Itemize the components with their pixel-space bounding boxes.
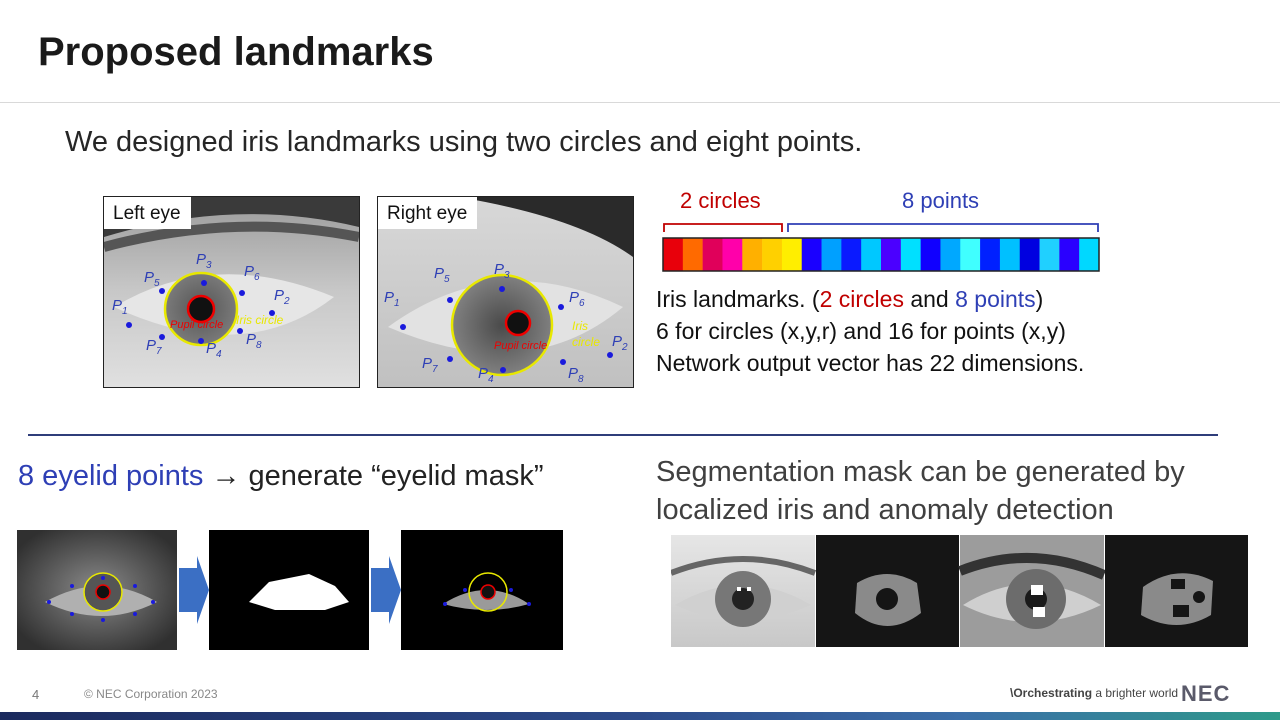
point-label-p7: P7 bbox=[422, 355, 438, 375]
iris-circle-label: Iris circle bbox=[236, 313, 284, 327]
vector-cell bbox=[980, 238, 1001, 271]
eyelid-highlight: 8 eyelid points bbox=[18, 460, 204, 492]
explanation-suffix: ) bbox=[1035, 286, 1044, 312]
point-label-p5: P5 bbox=[434, 265, 450, 285]
segmentation-images bbox=[671, 535, 1248, 647]
vector-cell bbox=[663, 238, 684, 271]
vector-cell bbox=[742, 238, 763, 271]
vector-cell bbox=[1079, 238, 1100, 271]
point-label-p6: P6 bbox=[569, 289, 585, 309]
title-divider bbox=[0, 102, 1280, 103]
tagline-bold: \Orchestrating bbox=[1010, 686, 1093, 700]
eyelid-mask-image bbox=[209, 530, 369, 650]
arrow-icon: → bbox=[211, 460, 241, 492]
left-eye-image bbox=[104, 197, 359, 387]
point-label-p4: P4 bbox=[478, 365, 494, 385]
section-divider bbox=[28, 434, 1218, 436]
arrow-icon bbox=[179, 556, 209, 624]
vector-cell bbox=[960, 238, 981, 271]
segmentation-line2: localized iris and anomaly detection bbox=[656, 494, 1114, 526]
point-label-p3: P3 bbox=[494, 261, 510, 281]
vector-cell bbox=[722, 238, 743, 271]
point-label-p8: P8 bbox=[246, 331, 262, 351]
circles-bracket-label: 2 circles bbox=[680, 188, 761, 213]
vector-cell bbox=[1059, 238, 1080, 271]
explanation-line2: 6 for circles (x,y,r) and 16 for points … bbox=[656, 318, 1066, 344]
explanation-circles: 2 circles bbox=[819, 286, 904, 312]
arrow-icon bbox=[371, 556, 401, 624]
point-label-p5: P5 bbox=[144, 269, 160, 289]
explanation-points: 8 points bbox=[955, 286, 1036, 312]
points-bracket-label: 8 points bbox=[902, 188, 980, 213]
explanation-prefix: Iris landmarks. ( bbox=[656, 286, 820, 312]
point-label-p3: P3 bbox=[196, 251, 212, 271]
masked-eye-image bbox=[401, 530, 563, 650]
point-label-p2: P2 bbox=[612, 333, 628, 353]
vector-cell bbox=[861, 238, 882, 271]
explanation-line1: Iris landmarks. (2 circles and 8 points) bbox=[656, 286, 1043, 313]
right-eye-label: Right eye bbox=[378, 197, 478, 229]
vector-cell bbox=[999, 238, 1021, 271]
vector-cell bbox=[900, 238, 921, 271]
vector-cell bbox=[920, 238, 941, 271]
copyright: © NEC Corporation 2023 bbox=[84, 687, 218, 701]
explanation-line3: Network output vector has 22 dimensions. bbox=[656, 350, 1085, 376]
circles-bracket bbox=[663, 223, 783, 232]
intro-text: We designed iris landmarks using two cir… bbox=[65, 126, 863, 158]
iris-label-line2: circle bbox=[572, 335, 601, 349]
pupil-circle-label: Pupil circle bbox=[170, 319, 224, 331]
point-label-p6: P6 bbox=[244, 263, 260, 283]
vector-outline bbox=[662, 237, 1100, 272]
page-title: Proposed landmarks bbox=[38, 30, 434, 74]
vector-cell bbox=[1039, 238, 1060, 271]
eyelid-rest: generate “eyelid mask” bbox=[240, 460, 544, 492]
point-label-p1: P1 bbox=[384, 289, 400, 309]
vector-cell bbox=[801, 238, 822, 271]
segmentation-mask-1 bbox=[816, 535, 959, 647]
vector-cell bbox=[940, 238, 961, 271]
right-eye-figure: Right eye Iris circle Pupil circle P1 P2… bbox=[377, 196, 634, 388]
tagline-rest: a brighter world bbox=[1092, 686, 1179, 700]
vector-cells bbox=[663, 238, 1100, 271]
vector-cell bbox=[841, 238, 862, 271]
bottom-brand-bar bbox=[0, 712, 1280, 720]
left-eye-label: Left eye bbox=[104, 197, 191, 229]
pupil-circle-label: Pupil circle bbox=[494, 340, 548, 352]
eye-input-image bbox=[17, 530, 177, 650]
vector-cell bbox=[1019, 238, 1040, 271]
vector-cell bbox=[821, 238, 842, 271]
page-number: 4 bbox=[32, 687, 40, 702]
vector-cell bbox=[781, 238, 803, 271]
segmentation-mask-2 bbox=[1105, 535, 1248, 647]
right-eye-image bbox=[378, 197, 633, 387]
eyelid-mask-pipeline bbox=[17, 530, 563, 650]
tagline: \Orchestrating a brighter world bbox=[1010, 686, 1178, 700]
point-label-p4: P4 bbox=[206, 340, 222, 360]
left-eye-figure: Left eye Iris circle Pupil circle P1 P2 … bbox=[103, 196, 360, 388]
iris-label-line1: Iris bbox=[572, 319, 588, 333]
point-label-p8: P8 bbox=[568, 365, 584, 385]
output-vector bbox=[662, 223, 1100, 272]
vector-cell bbox=[762, 238, 783, 271]
points-bracket bbox=[787, 223, 1099, 232]
segmentation-line1: Segmentation mask can be generated by bbox=[656, 456, 1185, 488]
eyelid-heading: 8 eyelid points → generate “eyelid mask” bbox=[18, 460, 544, 493]
vector-cell bbox=[881, 238, 902, 271]
vector-cell bbox=[702, 238, 723, 271]
eye-photo-1 bbox=[671, 535, 817, 647]
nec-logo: NEC bbox=[1181, 681, 1231, 706]
vector-cell bbox=[682, 238, 703, 271]
point-label-p2: P2 bbox=[274, 287, 290, 307]
point-label-p1: P1 bbox=[112, 297, 128, 317]
eye-photo-2 bbox=[958, 535, 1107, 647]
point-label-p7: P7 bbox=[146, 337, 162, 357]
explanation-and: and bbox=[903, 286, 956, 312]
